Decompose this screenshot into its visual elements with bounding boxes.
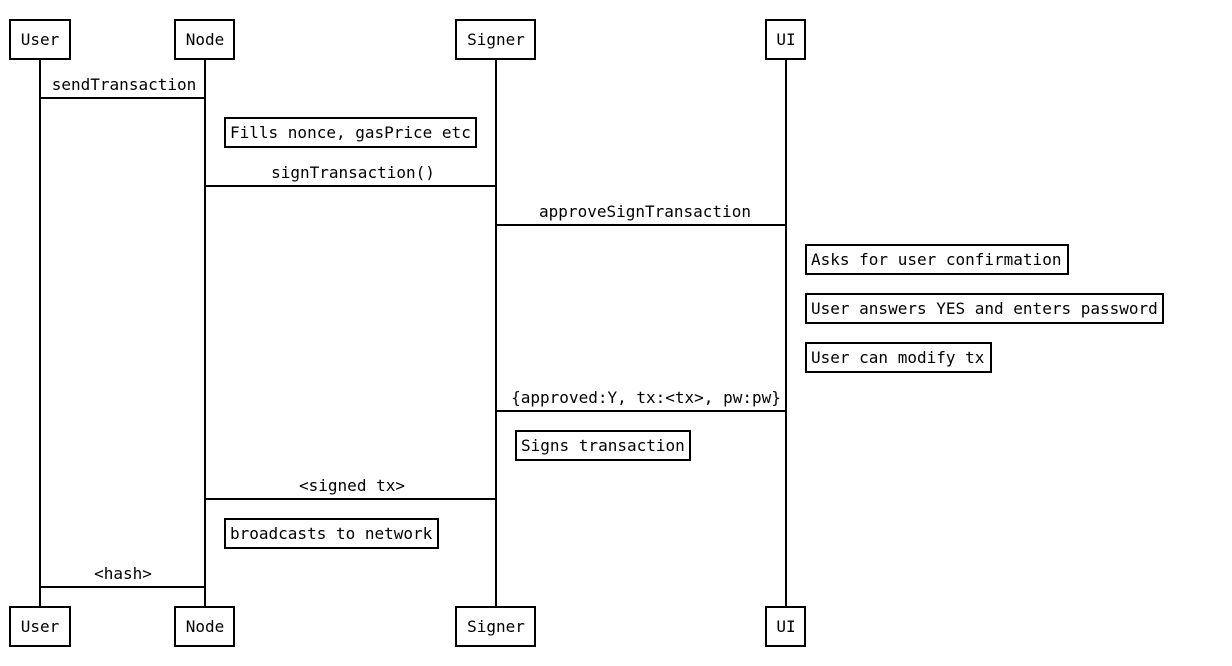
message-label: {approved:Y, tx:<tx>, pw:pw} [511, 388, 781, 407]
participant-user-top-label: User [21, 30, 60, 49]
note-user-can-modify: User can modify tx [805, 342, 992, 373]
participant-signer-bottom: Signer [455, 606, 536, 647]
note-broadcasts: broadcasts to network [224, 518, 439, 549]
participant-ui-bottom: UI [765, 606, 806, 647]
message-approval-response: {approved:Y, tx:<tx>, pw:pw} [496, 388, 786, 412]
note-label: User answers YES and enters password [811, 299, 1158, 318]
note-user-answers-yes: User answers YES and enters password [805, 293, 1164, 324]
note-label: broadcasts to network [230, 524, 433, 543]
message-signed-tx: <signed tx> [205, 476, 496, 500]
message-hash: <hash> [40, 564, 205, 588]
note-fills-nonce: Fills nonce, gasPrice etc [224, 117, 477, 148]
participant-node-bottom-label: Node [186, 617, 225, 636]
note-label: Fills nonce, gasPrice etc [230, 123, 471, 142]
participant-node-bottom: Node [174, 606, 235, 647]
participant-ui-top-label: UI [776, 30, 795, 49]
participant-user-bottom: User [9, 606, 71, 647]
note-label: User can modify tx [811, 348, 985, 367]
participant-ui-bottom-label: UI [776, 617, 795, 636]
participant-signer-top-label: Signer [467, 30, 525, 49]
note-asks-confirmation: Asks for user confirmation [805, 244, 1069, 275]
message-label: approveSignTransaction [539, 202, 751, 221]
message-label: <signed tx> [299, 476, 405, 495]
message-label: signTransaction() [271, 163, 435, 182]
participant-signer-bottom-label: Signer [467, 617, 525, 636]
note-label: Asks for user confirmation [811, 250, 1061, 269]
message-send-transaction: sendTransaction [40, 75, 205, 99]
message-sign-transaction: signTransaction() [205, 163, 496, 187]
note-label: Signs transaction [521, 436, 685, 455]
participant-node-top-label: Node [186, 30, 225, 49]
participant-node-top: Node [174, 19, 235, 60]
message-label: <hash> [94, 564, 152, 583]
participant-user-bottom-label: User [21, 617, 60, 636]
participant-ui-top: UI [765, 19, 806, 60]
participant-user-top: User [9, 19, 71, 60]
message-approve-sign-transaction: approveSignTransaction [496, 202, 786, 226]
note-signs-transaction: Signs transaction [515, 430, 691, 461]
message-label: sendTransaction [52, 75, 197, 94]
participant-signer-top: Signer [455, 19, 536, 60]
